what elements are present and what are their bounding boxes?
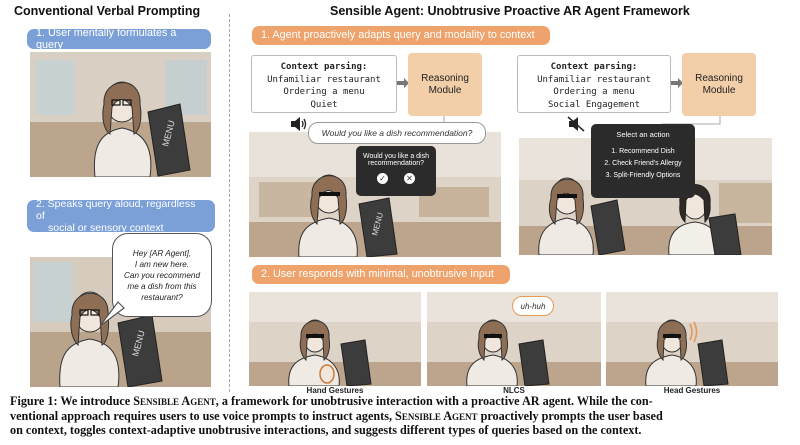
speaker-on-icon	[290, 116, 308, 132]
speech-line-5: restaurant?	[124, 292, 200, 303]
reasoning-b-label-2: Module	[695, 85, 743, 97]
action-recommend-dish[interactable]: 1. Recommend Dish	[591, 148, 695, 155]
speech-line-4: me a dish from this	[124, 281, 200, 292]
hand-gestures-photo	[249, 292, 421, 386]
right-step2-pill: 2. User responds with minimal, unobtrusi…	[252, 265, 510, 284]
reasoning-a-label-2: Module	[421, 85, 469, 97]
speech-line-1: Hey [AR Agent],	[124, 248, 200, 259]
panel-divider	[229, 14, 230, 392]
context-a-line-3: Quiet	[252, 99, 396, 112]
prompt-card-line-2: recommendation?	[356, 160, 436, 167]
speaker-muted-icon	[567, 116, 585, 132]
context-b-line-2: Ordering a menu	[518, 86, 670, 99]
prompt-card: Would you like a dish recommendation? ✓ …	[356, 146, 436, 196]
left-photo-top: MENU	[30, 52, 211, 177]
caption-part-2: , a framework for unobtrusive interactio…	[216, 394, 653, 408]
context-b-line-1: Unfamiliar restaurant	[518, 74, 670, 87]
context-a-line-2: Ordering a menu	[252, 86, 396, 99]
uh-huh-bubble: uh-huh	[512, 296, 554, 316]
figure-caption: Figure 1: We introduce Sensible Agent, a…	[10, 394, 794, 438]
left-step2-line1: 2. Speaks query aloud, regardless of	[36, 198, 206, 222]
left-step2-pill: 2. Speaks query aloud, regardless of soc…	[27, 200, 215, 232]
action-check-allergy[interactable]: 2. Check Friend's Allergy	[591, 160, 695, 167]
head-gestures-photo	[606, 292, 778, 386]
action-card: Select an action 1. Recommend Dish 2. Ch…	[591, 124, 695, 198]
caption-name-2: Sensible Agent	[395, 409, 477, 423]
context-parsing-a: Context parsing: Unfamiliar restaurant O…	[251, 55, 397, 113]
context-b-heading: Context parsing:	[518, 61, 670, 74]
prompt-card-line-1: Would you like a dish	[356, 153, 436, 160]
speech-line-3: Can you recommend	[124, 270, 200, 281]
speech-bubble-tail	[96, 300, 126, 330]
caption-part-5: on context, toggles context-adaptive uno…	[10, 423, 641, 437]
context-a-line-1: Unfamiliar restaurant	[252, 74, 396, 87]
voice-prompt-bubble: Would you like a dish recommendation?	[308, 122, 486, 144]
right-panel-title: Sensible Agent: Unobtrusive Proactive AR…	[330, 4, 690, 18]
confirm-check-icon[interactable]: ✓	[377, 173, 388, 184]
left-step1-pill: 1. User mentally formulates a query	[27, 29, 211, 49]
speech-bubble: Hey [AR Agent], I am new here. Can you r…	[112, 233, 212, 317]
reasoning-a-label-1: Reasoning	[421, 73, 469, 85]
right-step1-pill: 1. Agent proactively adapts query and mo…	[252, 26, 550, 45]
speech-line-2: I am new here.	[124, 259, 200, 270]
caption-name-1: Sensible Agent	[133, 394, 215, 408]
reasoning-b-label-1: Reasoning	[695, 73, 743, 85]
dismiss-x-icon[interactable]: ✕	[404, 173, 415, 184]
caption-part-3: ventional approach requires users to use…	[10, 409, 395, 423]
context-b-line-3: Social Engagement	[518, 99, 670, 112]
left-panel-title: Conventional Verbal Prompting	[14, 4, 200, 18]
caption-part-1: Figure 1: We introduce	[10, 394, 133, 408]
context-parsing-b: Context parsing: Unfamiliar restaurant O…	[517, 55, 671, 113]
caption-part-4: proactively prompts the user based	[478, 409, 663, 423]
context-a-heading: Context parsing:	[252, 61, 396, 74]
action-split-options[interactable]: 3. Split-Friendly Options	[591, 172, 695, 179]
action-card-title: Select an action	[591, 130, 695, 139]
